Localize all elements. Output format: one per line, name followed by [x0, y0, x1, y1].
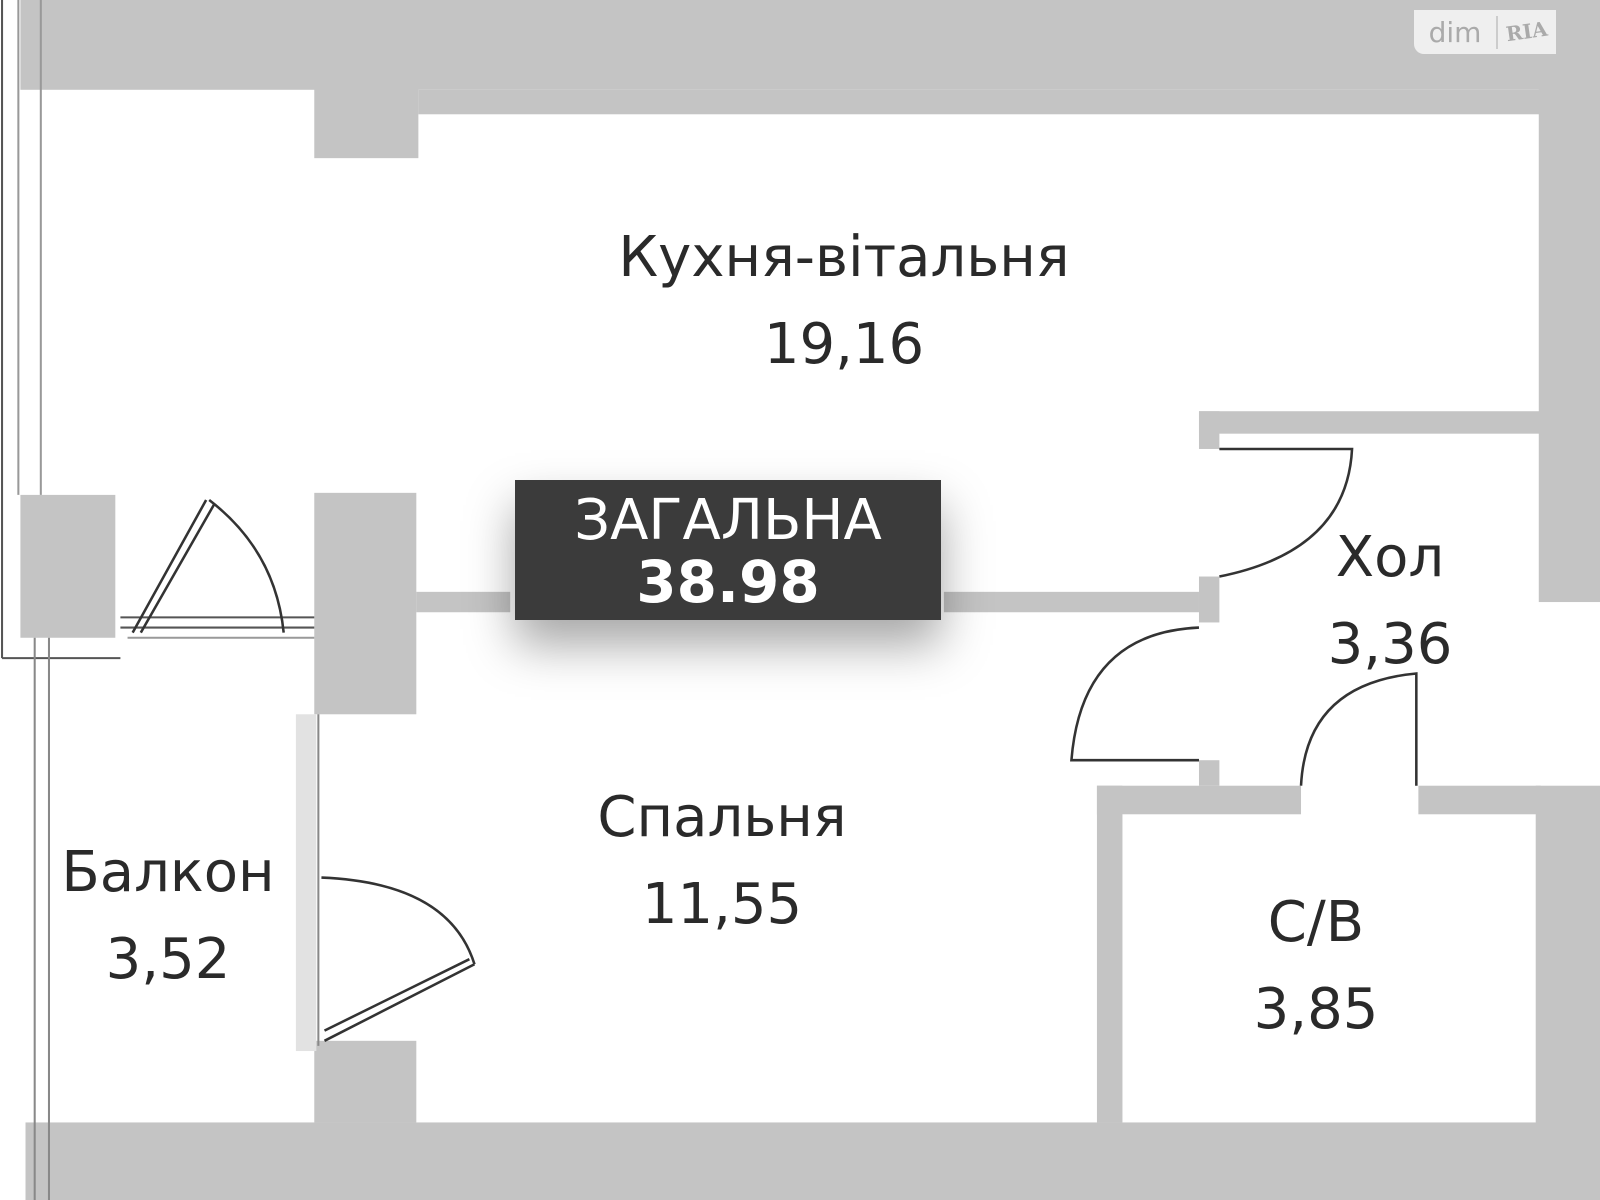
- room-area: 3,85: [1253, 976, 1379, 1042]
- room-name: Кухня-вітальня: [618, 225, 1070, 290]
- room-area: 3,36: [1327, 611, 1453, 677]
- room-name: Балкон: [61, 840, 275, 905]
- room-area: 11,55: [641, 871, 803, 937]
- room-name: Хол: [1335, 525, 1445, 590]
- window-lines: [1, 0, 320, 1200]
- room-name: С/В: [1267, 890, 1365, 955]
- room-bedroom: Спальня 11,55: [597, 775, 846, 949]
- logo-dim: dim: [1414, 15, 1498, 49]
- room-area: 3,52: [105, 926, 231, 992]
- total-label: ЗАГАЛЬНА: [574, 488, 882, 553]
- room-hall: Хол 3,36: [1328, 515, 1453, 689]
- dim-ria-logo: dim RIA: [1414, 10, 1556, 54]
- room-area: 19,16: [763, 311, 925, 377]
- room-bathroom: С/В 3,85: [1254, 880, 1379, 1054]
- total-value: 38.98: [636, 548, 820, 616]
- room-name: Спальня: [597, 785, 847, 850]
- logo-ria: RIA: [1504, 16, 1549, 47]
- room-balcony: Балкон 3,52: [61, 830, 274, 1004]
- room-kitchen-living: Кухня-вітальня 19,16: [618, 215, 1069, 389]
- walls: [20, 0, 1600, 1200]
- door-swings: [131, 447, 1418, 1042]
- total-area-badge: ЗАГАЛЬНА 38.98: [515, 480, 941, 620]
